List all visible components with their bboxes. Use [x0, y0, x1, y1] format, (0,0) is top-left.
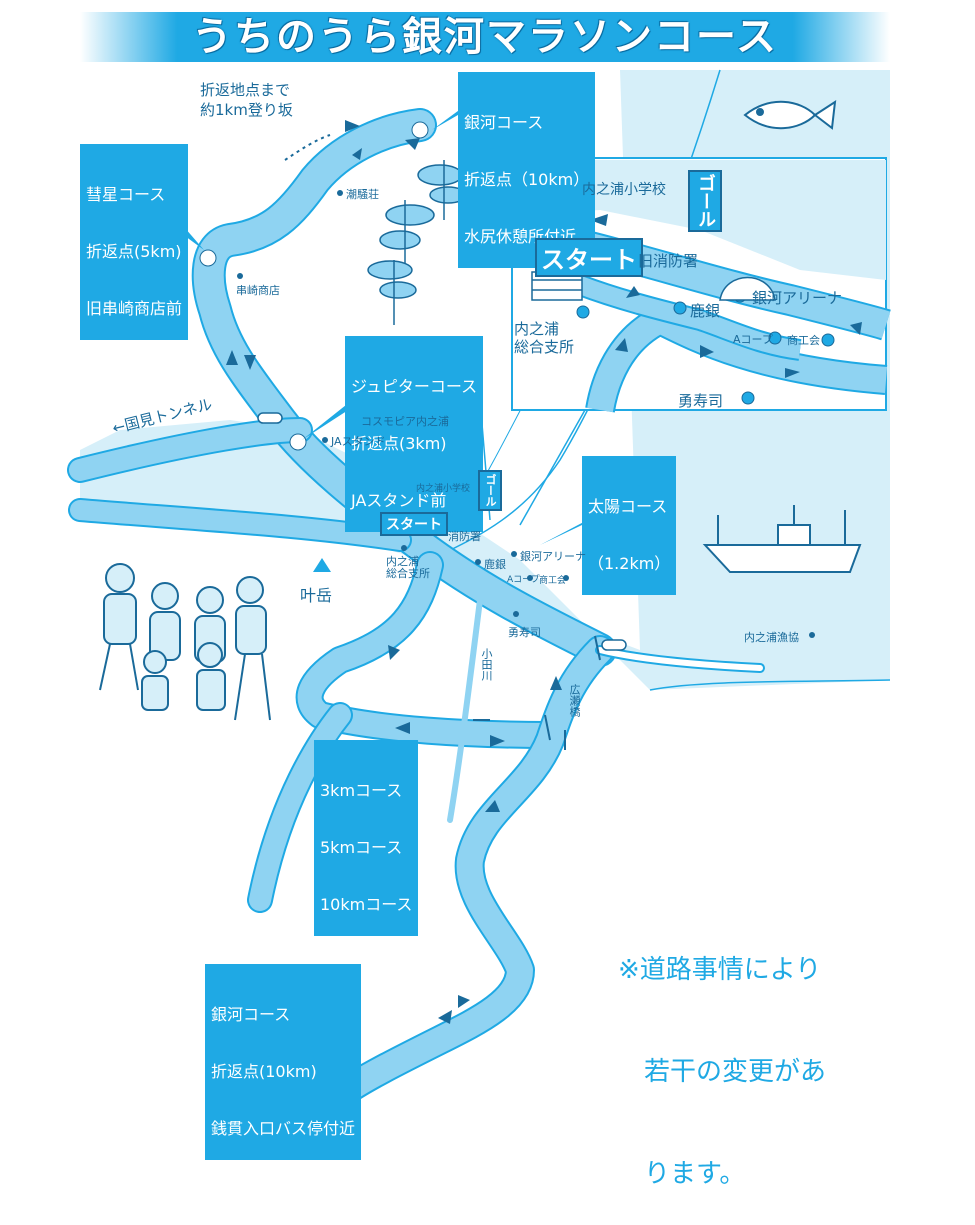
title-banner — [80, 12, 890, 62]
fish-icon — [743, 100, 837, 130]
shoko-label: 商工会 — [539, 576, 567, 586]
inset-office-line: 総合支所 — [514, 338, 575, 356]
callout-line: 彗星コース — [86, 185, 166, 204]
choukisou-label: 潮騒荘 — [346, 188, 379, 201]
slope-line: 折返地点まで — [200, 81, 291, 99]
inset-sushi-label: 勇寿司 — [678, 392, 724, 410]
course-map — [67, 69, 891, 1103]
kushizaki-label: 串崎商店 — [236, 284, 280, 297]
callout-jupiter: ジュピターコース 折返点(3km) JAスタンド前 — [345, 336, 484, 532]
callout-line: 旧串崎商店前 — [86, 299, 183, 318]
callout-line: JAスタンド前 — [351, 491, 447, 510]
callout-line: 折返点（10km） — [464, 170, 590, 189]
callout-line: 10kmコース — [320, 895, 413, 914]
callout-ginga-north: 銀河コース 折返点（10km） 水尻休憩所付近 — [458, 72, 596, 268]
course-roads — [67, 108, 765, 1103]
note-line: ※道路事情により — [618, 955, 822, 985]
bank-label: 鹿銀 — [484, 558, 506, 571]
sushi-label: 勇寿司 — [508, 626, 541, 639]
callout-taiyo: 太陽コース （1.2km） — [582, 456, 677, 595]
callout-line: 銀河コース — [464, 113, 544, 132]
page-title: うちのうら銀河マラソンコース — [192, 14, 778, 60]
inset-school-label: 内之浦小学校 — [582, 182, 666, 198]
slope-label: 折返地点まで 約1km登り坂 — [200, 80, 293, 120]
pine-tree-icons — [367, 160, 467, 325]
bridge-marks — [473, 635, 601, 750]
inset-start-badge: スタート — [535, 238, 643, 277]
road-condition-note: ※道路事情により 若干の変更があ ります。 — [618, 885, 826, 1225]
office-line: 総合支所 — [386, 567, 430, 580]
ja-stand-label: JAスタンド — [331, 435, 386, 448]
fishery-label: 内之浦漁協 — [744, 631, 799, 644]
boat-icon — [702, 505, 862, 573]
callout-line: 銀河コース — [211, 1005, 291, 1024]
land-area — [600, 680, 890, 1103]
tunnel-icon — [257, 412, 627, 651]
inset-goal-badge: ゴール — [688, 170, 722, 232]
course-arrows — [226, 120, 562, 1024]
inset-arena-label: 銀河アリーナ — [752, 289, 843, 307]
inset-office-label: 内之浦 総合支所 — [514, 320, 574, 356]
callout-line: 折返点(10km) — [211, 1062, 317, 1081]
mountain-icon — [313, 558, 331, 572]
acoop-label: Aコープ — [507, 575, 540, 585]
odagawa-label: 小田川 — [480, 648, 493, 681]
note-line: ります。 — [618, 1159, 746, 1189]
callout-line: 銭貫入口バス停付近 — [211, 1119, 356, 1138]
arena-label: 銀河アリーナ — [520, 550, 586, 563]
callout-line: 太陽コース — [588, 497, 668, 516]
callout-line: 折返点(5km) — [86, 242, 182, 261]
school-label: 内之浦小学校 — [416, 484, 471, 494]
goal-badge: ゴール — [478, 470, 502, 511]
callout-line: 折返点(3km) — [351, 434, 447, 453]
inset-shoko-label: 商工会 — [787, 334, 820, 347]
callout-line: 3kmコース — [320, 781, 403, 800]
callout-courses: 3kmコース 5kmコース 10kmコース — [314, 740, 419, 936]
cosmopia-label: コスモピア内之浦 — [361, 415, 449, 428]
note-line: 若干の変更があ — [618, 1057, 827, 1087]
kanoudake-label: 叶岳 — [300, 586, 333, 605]
office-line: 内之浦 — [386, 555, 419, 568]
inset-bank-label: 鹿銀 — [690, 302, 721, 320]
runners-illustration — [99, 563, 271, 721]
start-badge: スタート — [380, 512, 448, 536]
coast-south — [649, 679, 891, 691]
callout-line: 5kmコース — [320, 838, 403, 857]
hirose-bridge-label: 広瀬橋 — [568, 684, 581, 717]
callout-line: （1.2km） — [588, 554, 671, 573]
slope-line: 約1km登り坂 — [200, 101, 293, 119]
inset-fire-label: 旧消防署 — [638, 252, 699, 270]
callout-ginga-south: 銀河コース 折返点(10km) 銭貫入口バス停付近 — [205, 964, 362, 1160]
office-label: 内之浦 総合支所 — [386, 556, 430, 580]
inset-acoop-label: Aコープ — [733, 333, 773, 346]
callout-line: ジュピターコース — [351, 377, 478, 396]
fire-station-label: 消防署 — [448, 530, 481, 543]
arena-dome-icon — [719, 276, 776, 301]
callout-suisei: 彗星コース 折返点(5km) 旧串崎商店前 — [80, 144, 189, 340]
inset-office-line: 内之浦 — [514, 320, 560, 338]
